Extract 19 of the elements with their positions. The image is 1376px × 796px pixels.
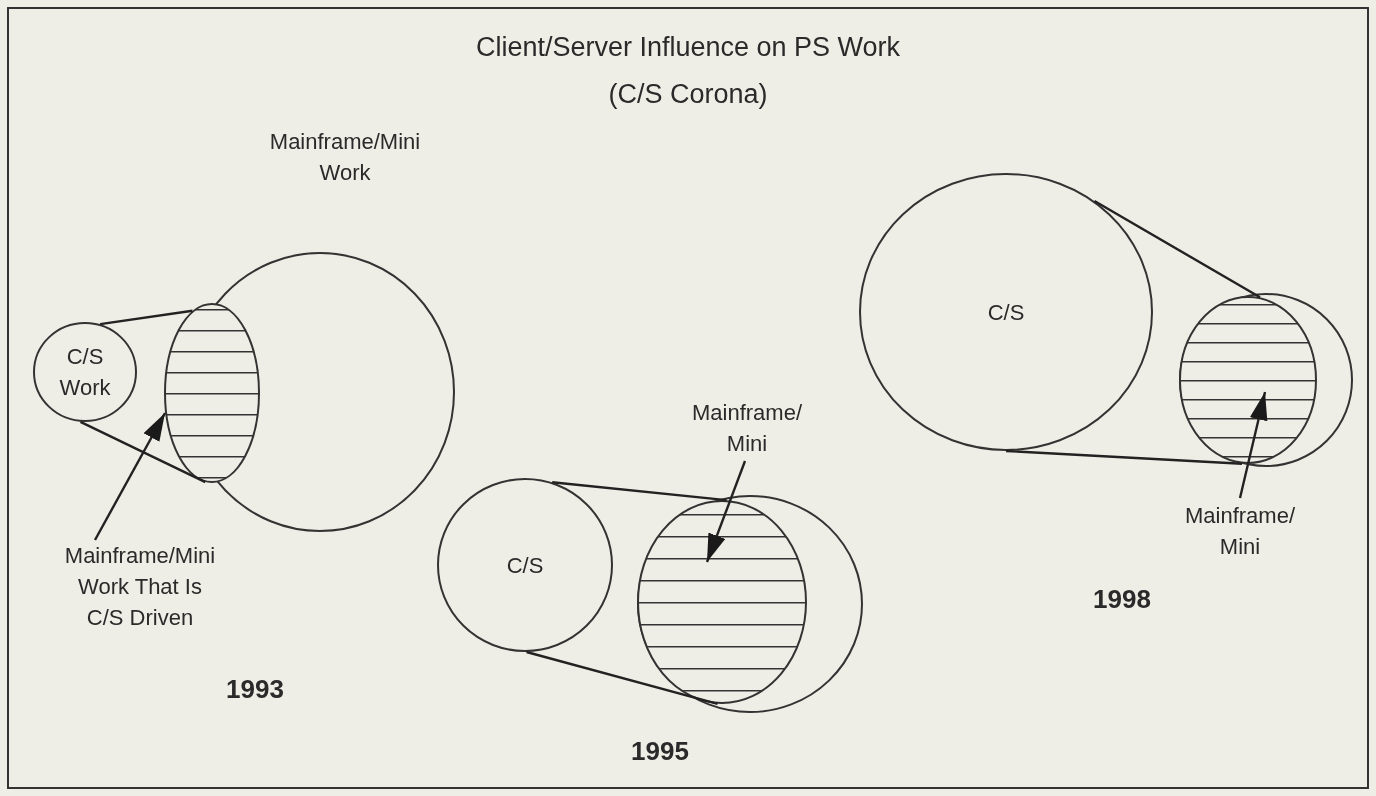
circle-label: C/S — [986, 298, 1026, 327]
connector-line — [552, 481, 727, 502]
diagram-title: Client/Server Influence on PS Work (C/S Corona) — [474, 31, 902, 111]
callout-text: Mainframe/ Mini — [690, 399, 803, 458]
connector-line — [79, 420, 206, 484]
year-label: 1995 — [630, 736, 690, 767]
year-label: 1993 — [225, 674, 285, 705]
leader-arrow — [93, 412, 167, 541]
connector-line — [1093, 199, 1261, 299]
leader-arrow — [1238, 391, 1268, 499]
leader-arrow — [705, 460, 747, 563]
connector-line — [100, 309, 193, 326]
circle-label: Mainframe/Mini Work — [268, 128, 422, 187]
circle-label: C/S Work — [58, 343, 112, 402]
connector-line — [1005, 449, 1243, 465]
callout-text: Mainframe/ Mini — [1183, 502, 1296, 561]
circle-label: C/S — [505, 551, 545, 580]
callout-text: Mainframe/Mini Work That Is C/S Driven — [63, 542, 217, 632]
year-label: 1998 — [1092, 584, 1152, 615]
